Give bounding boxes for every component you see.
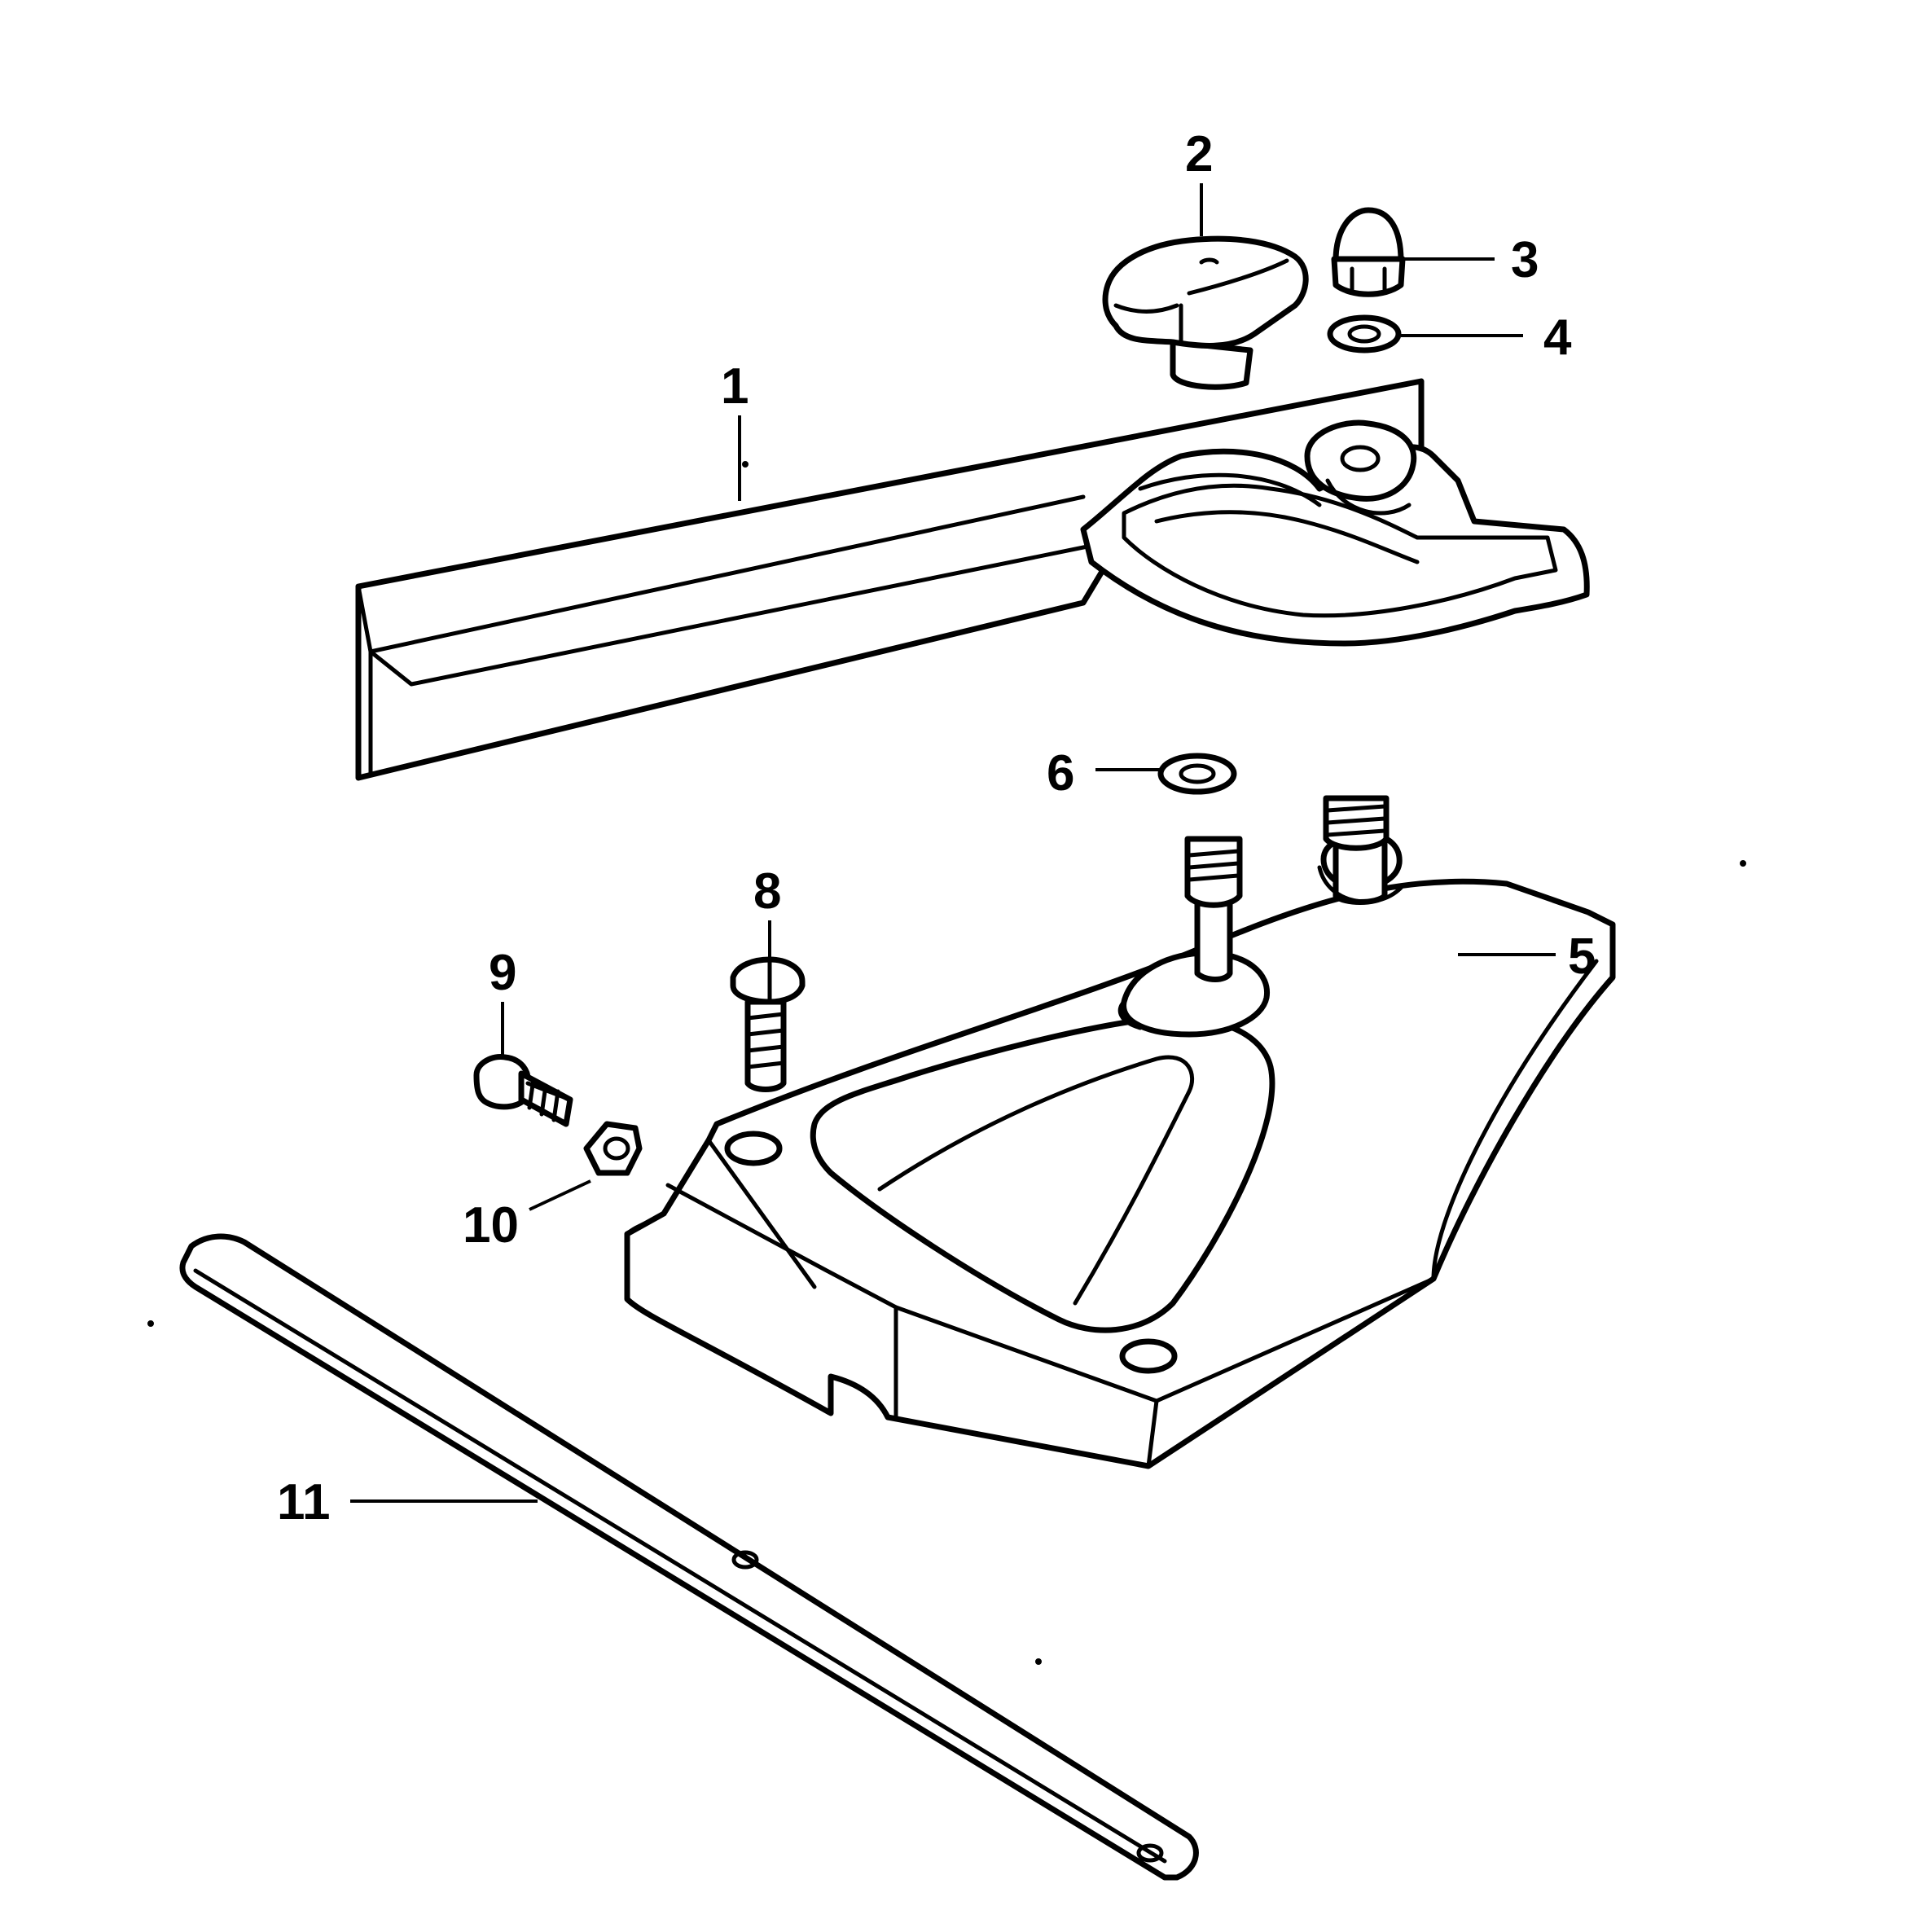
callout-8: 8 — [753, 863, 781, 920]
part-4-washer — [1327, 314, 1402, 353]
callout-9: 9 — [489, 945, 516, 1001]
callout-11: 11 — [277, 1474, 331, 1530]
part-11-guide-bar — [147, 860, 1746, 1881]
callout-3: 3 — [1511, 232, 1539, 288]
callout-labels: 1 2 3 4 5 6 8 9 10 11 — [277, 126, 1596, 1530]
callout-5: 5 — [1568, 929, 1596, 985]
part-8-screw — [730, 956, 806, 1092]
callout-2: 2 — [1185, 126, 1213, 182]
callout-10: 10 — [463, 1197, 519, 1254]
callout-4: 4 — [1543, 310, 1572, 366]
part-6-washer — [1157, 753, 1237, 795]
part-2-lock-knob — [1102, 235, 1309, 390]
callout-1: 1 — [721, 358, 749, 415]
leader-10 — [529, 1179, 591, 1211]
part-9-bolt — [473, 1053, 573, 1127]
part-1-miter-fence — [355, 378, 1590, 781]
part-10-hex-nut — [583, 1121, 643, 1176]
leader-lines — [350, 183, 1556, 1503]
callout-6: 6 — [1047, 745, 1074, 801]
part-5-gauge-body — [624, 795, 1616, 1469]
part-3-acorn-nut — [1331, 207, 1406, 297]
